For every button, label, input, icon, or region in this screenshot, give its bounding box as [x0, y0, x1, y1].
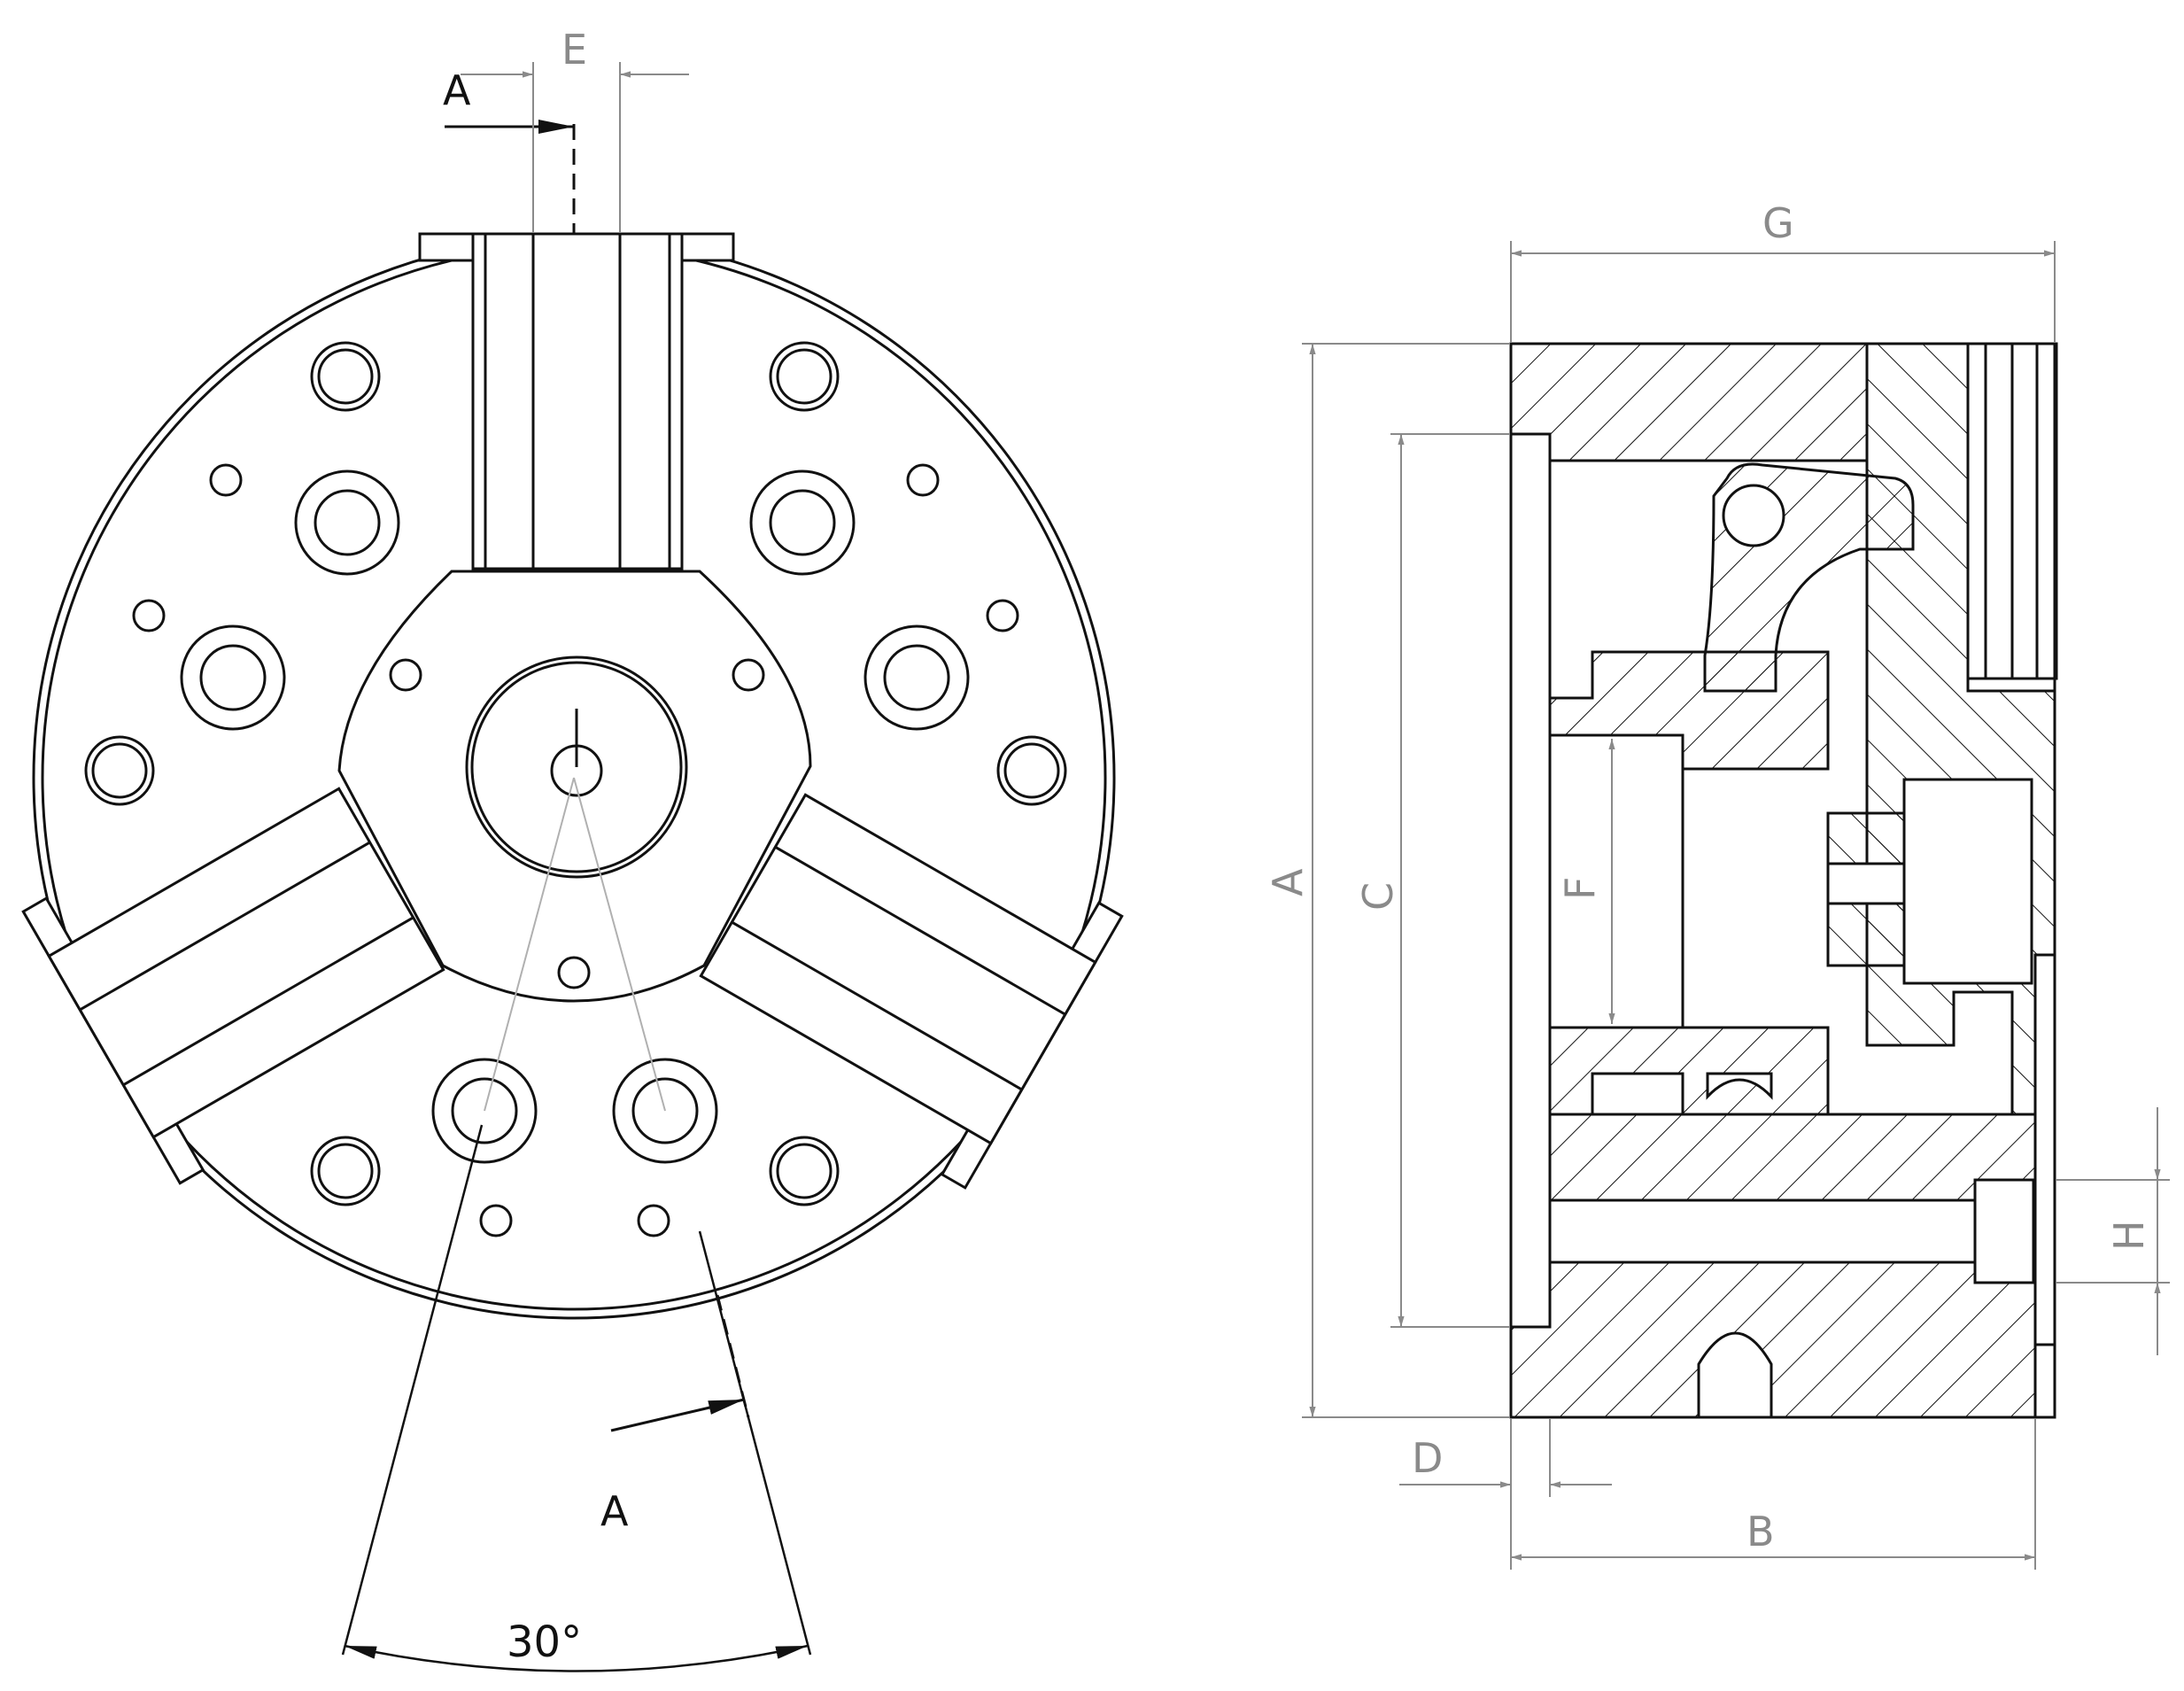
lever-pin — [1722, 484, 1785, 547]
center-bore — [465, 655, 688, 879]
dimension-h — [2056, 1107, 2170, 1355]
dimension-b — [1510, 1419, 2036, 1570]
mid-window — [1902, 778, 2033, 985]
center-bore-inner — [470, 661, 683, 873]
dimension-label-g: G — [1762, 199, 1794, 247]
angle-dimension — [341, 1124, 812, 1672]
section-label-bottom: A — [600, 1487, 629, 1535]
dimension-a — [1302, 343, 1509, 1418]
dimension-label-f: F — [1556, 877, 1604, 900]
dimension-label-h: H — [2105, 1220, 2153, 1251]
front-plate — [1509, 432, 1552, 1329]
right-jaw — [21, 787, 445, 1185]
construction-lines — [484, 777, 666, 1112]
front-view — [21, 232, 1124, 1320]
body-section — [1509, 342, 1869, 462]
central-hub — [337, 570, 812, 1003]
dimension-c — [1390, 433, 1509, 1328]
slide-block-lower — [1522, 1026, 1830, 1116]
mid-slot — [1826, 862, 1906, 905]
bolt-head — [1973, 1178, 2035, 1284]
section-view — [1509, 342, 2058, 1419]
dimension-label-b: B — [1746, 1508, 1775, 1555]
left-jaw — [699, 793, 1124, 1190]
ball-seat — [1697, 1331, 1773, 1419]
section-outline — [1509, 342, 2056, 1419]
jaw-bars — [1966, 342, 2058, 680]
dimension-label-e: E — [561, 26, 587, 74]
dimension-d — [1399, 1419, 1612, 1497]
bottom-detent — [1706, 1072, 1773, 1100]
small-holes — [132, 463, 1019, 1237]
body-lower-section — [1509, 1113, 2037, 1419]
hub-hole — [557, 956, 591, 989]
side-plate — [2033, 953, 2056, 1346]
bolt-channel — [1548, 1198, 2037, 1264]
dimension-e — [461, 62, 689, 232]
hub-hole — [732, 658, 765, 692]
hub-hole — [389, 658, 422, 692]
angle-label: 30° — [507, 1617, 582, 1667]
top-jaw — [418, 232, 735, 570]
dimension-label-c: C — [1354, 882, 1402, 911]
bolt-holes — [180, 469, 970, 1164]
mounting-holes — [84, 341, 1067, 1206]
dimension-label-d: D — [1412, 1434, 1443, 1482]
dimension-label-a: A — [1264, 868, 1312, 896]
dimension-g — [1510, 241, 2056, 342]
